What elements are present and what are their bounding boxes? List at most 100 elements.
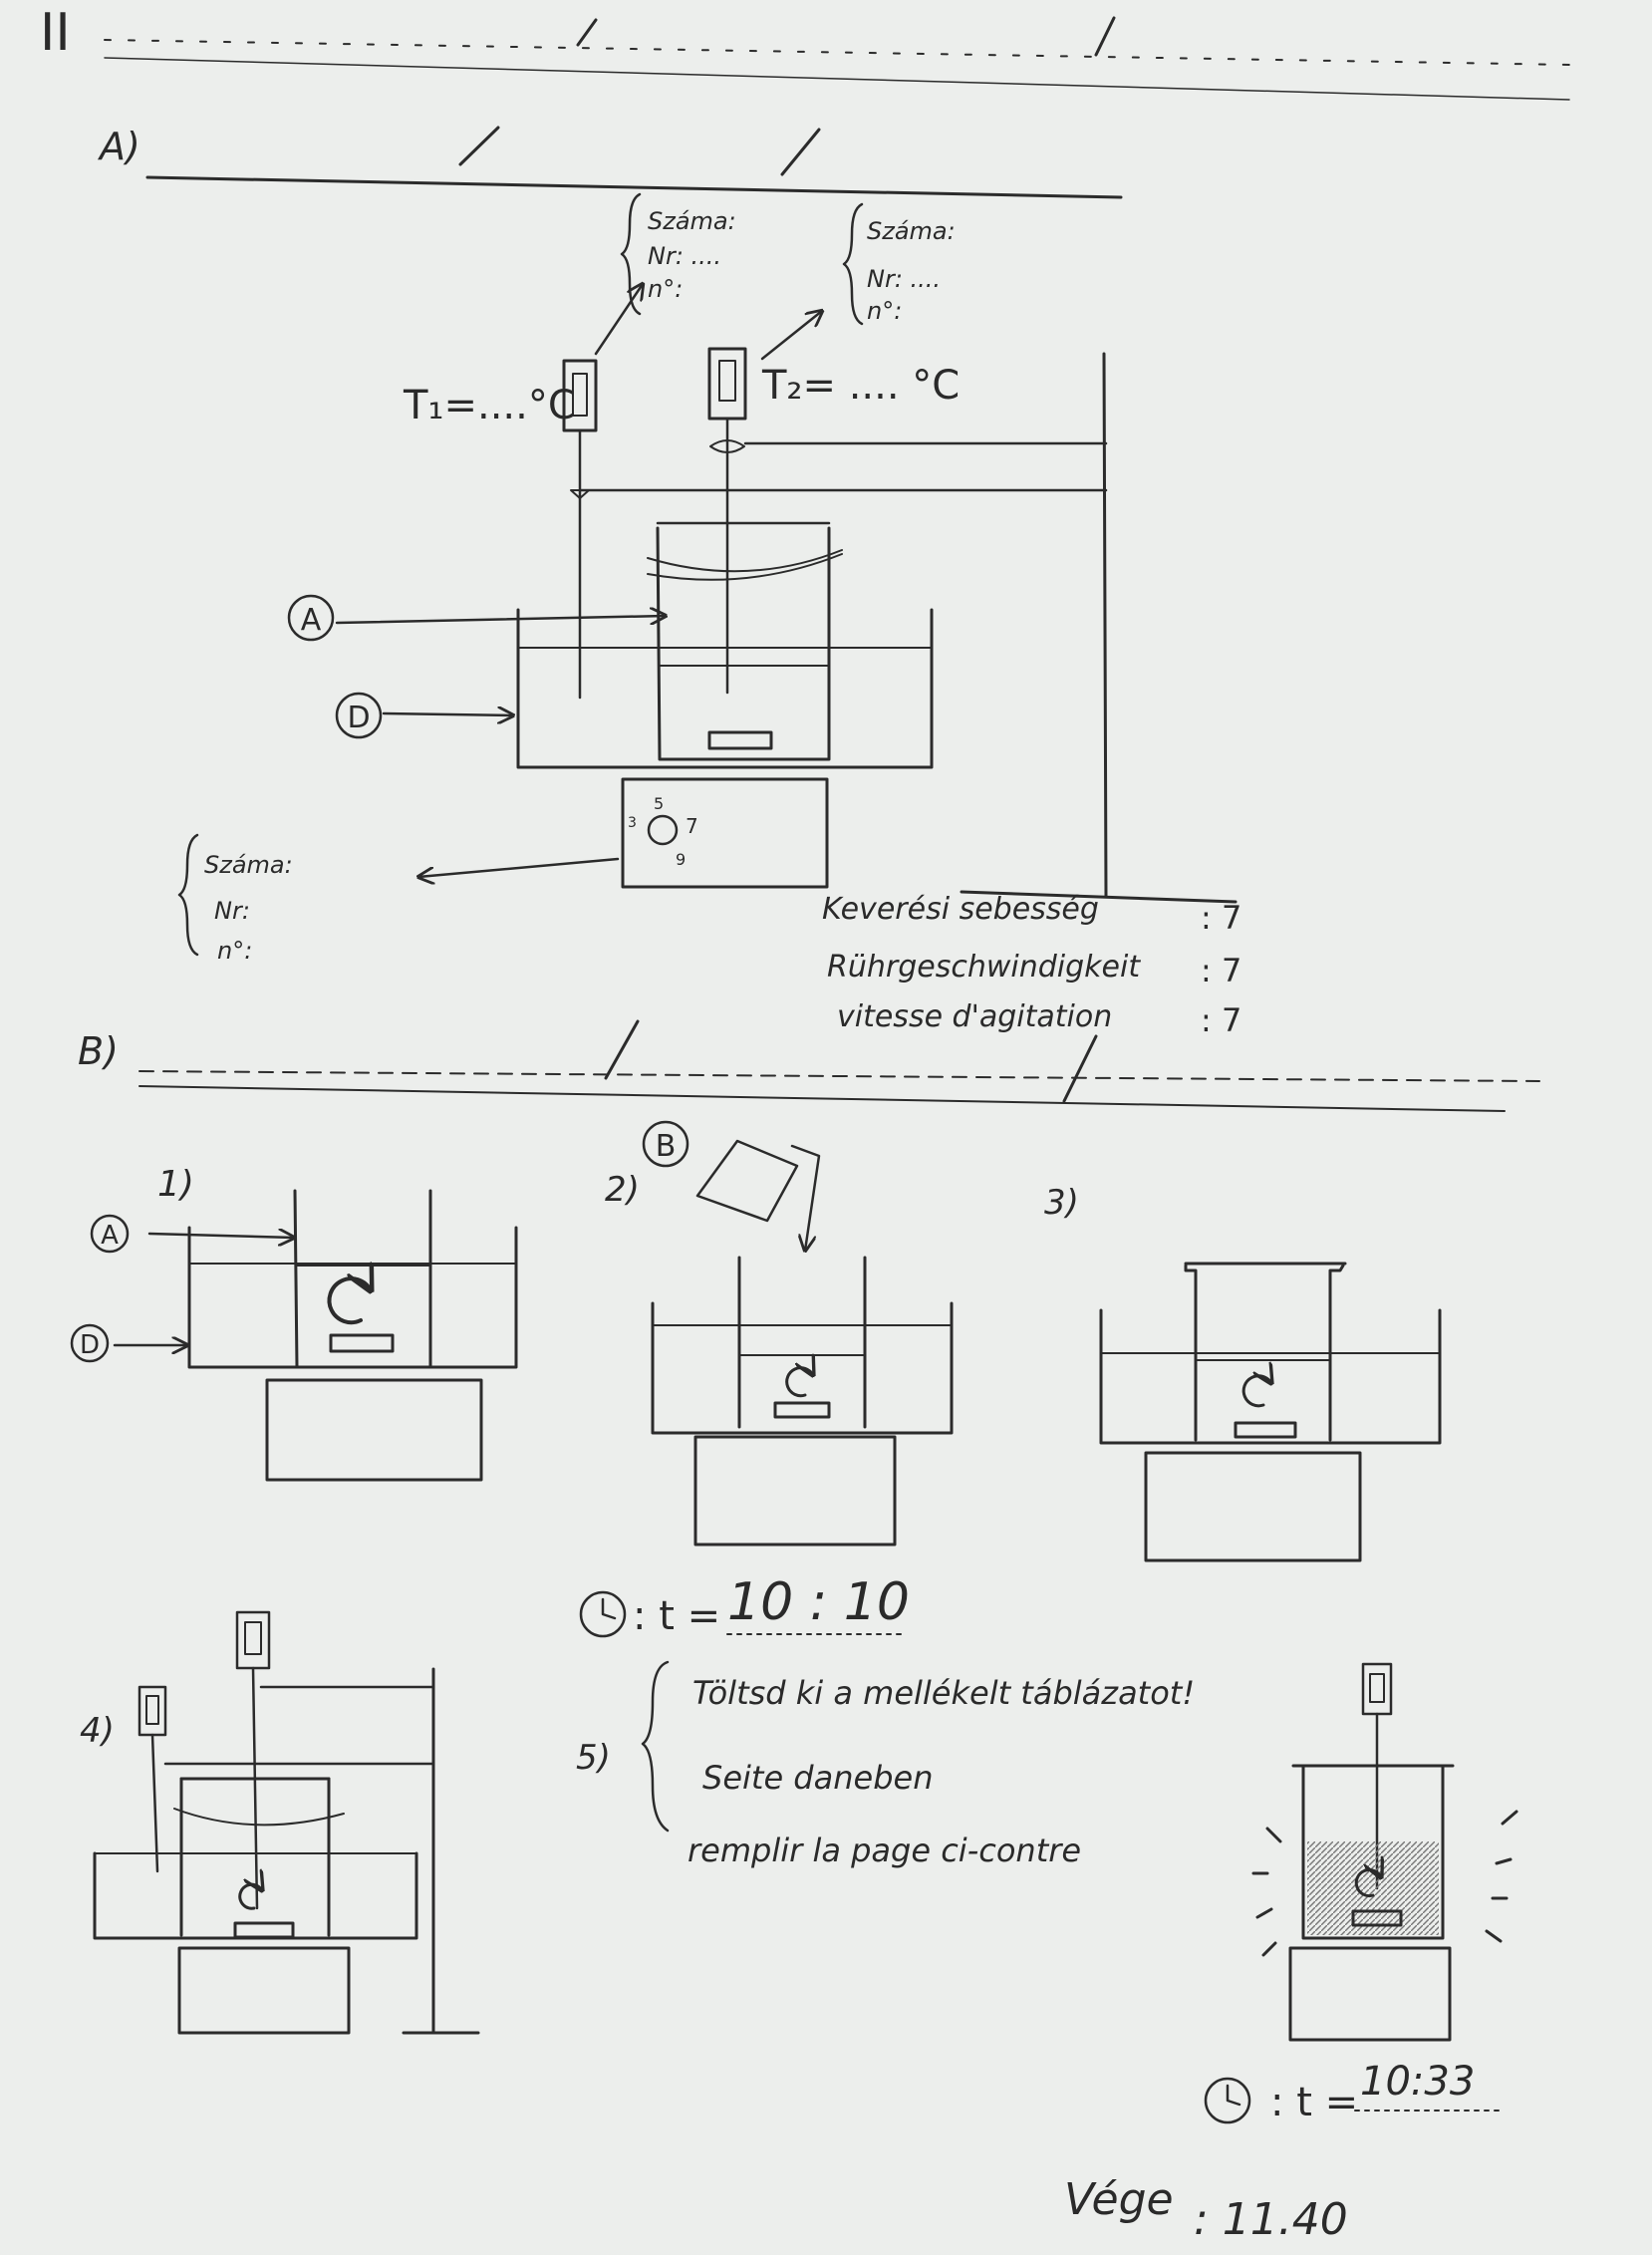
step-3: 3) bbox=[1044, 1183, 1442, 1562]
speed-de-value: : 7 bbox=[1201, 952, 1241, 989]
marker-a-group: A bbox=[287, 594, 666, 642]
marker-d-letter: D bbox=[347, 701, 370, 735]
stand-base bbox=[960, 890, 1238, 904]
step-1-marker-d-letter: D bbox=[80, 1330, 100, 1360]
step-2-beaker bbox=[737, 1256, 867, 1429]
step-5-line2: Seite daneben bbox=[702, 1759, 933, 1797]
water-bath bbox=[516, 608, 934, 769]
step-1-stir-icon bbox=[327, 1278, 371, 1325]
step-4-label: 4) bbox=[80, 1711, 115, 1751]
step-5-beaker bbox=[1291, 1764, 1455, 1940]
step-2: 2) B bbox=[605, 1120, 954, 1547]
stirrer-dial-n4: 9 bbox=[676, 850, 686, 869]
step-2-bath bbox=[651, 1301, 954, 1435]
step-2-stir-icon bbox=[785, 1368, 813, 1398]
speed-de: Rührgeschwindigkeit bbox=[827, 950, 1141, 985]
step-3-bath bbox=[1099, 1308, 1442, 1445]
stirrer-note-line3: n°: bbox=[217, 937, 252, 965]
step-5-line1: Töltsd ki a mellékelt táblázatot! bbox=[692, 1674, 1195, 1712]
marker-a bbox=[287, 594, 335, 642]
stirrer-knob-icon bbox=[647, 814, 679, 846]
thermo-2-reading: T₂= .... °C bbox=[761, 363, 960, 409]
step-5: 5) Töltsd ki a mellékelt táblázatot! Sei… bbox=[576, 1660, 1518, 2042]
speed-hu-value: : 7 bbox=[1201, 899, 1241, 937]
stirrer-dial-n2: 5 bbox=[654, 794, 664, 813]
time-2-value: 10:33 bbox=[1360, 2059, 1475, 2105]
step-5-label: 5) bbox=[576, 1738, 611, 1778]
step-2-marker-b-letter: B bbox=[656, 1129, 677, 1164]
stirrer-note-line2: Nr: bbox=[214, 897, 250, 925]
step-1-beaker bbox=[293, 1189, 432, 1369]
thermo-1-note-line2: Nr: .... bbox=[648, 242, 721, 270]
thermo-1-note-line3: n°: bbox=[648, 275, 683, 303]
thermo-2-note-line3: n°: bbox=[867, 297, 902, 325]
thermo-2-note-line1: Száma: bbox=[867, 217, 956, 245]
step-1-marker-a bbox=[90, 1214, 130, 1254]
marker-d bbox=[335, 692, 383, 739]
step-5-stirrer bbox=[1288, 1946, 1452, 2042]
step-2-pour-icon bbox=[695, 1139, 799, 1223]
end-label: Vége bbox=[1064, 2174, 1174, 2225]
part-b-label: B) bbox=[78, 1029, 119, 1073]
magnetic-stirrer bbox=[621, 777, 829, 889]
step-3-stirrer bbox=[1144, 1451, 1362, 1562]
step-1-stirrer bbox=[265, 1378, 483, 1482]
speed-hu: Keverési sebesség bbox=[822, 892, 1099, 927]
part-b: B) 1) A D 2) B bbox=[70, 1019, 1540, 2245]
thermo-1-reading: T₁=....°C bbox=[403, 383, 576, 428]
stir-bar bbox=[707, 730, 773, 750]
step-3-label: 3) bbox=[1044, 1183, 1079, 1223]
step-3-beaker bbox=[1184, 1264, 1345, 1442]
step-1-marker-d bbox=[70, 1323, 110, 1363]
clock-icon bbox=[579, 1590, 627, 1638]
step-4-stir-icon bbox=[238, 1884, 262, 1910]
speed-fr-value: : 7 bbox=[1201, 1001, 1241, 1039]
step-2-label: 2) bbox=[605, 1170, 640, 1210]
section-header: II bbox=[40, 3, 1570, 101]
step-1-marker-a-letter: A bbox=[101, 1221, 119, 1251]
lab-stand bbox=[578, 352, 1238, 904]
stirring-speed: Keverési sebesség : 7 Rührgeschwindigkei… bbox=[822, 892, 1241, 1039]
stirrer-note-line1: Száma: bbox=[204, 851, 293, 879]
step-4-stirrer bbox=[177, 1946, 351, 2035]
part-b-dashed-line bbox=[138, 1070, 1540, 1082]
inner-beaker bbox=[656, 526, 831, 761]
step-2-stirrer bbox=[693, 1435, 897, 1547]
step-4-beaker bbox=[179, 1777, 331, 1937]
time-1-prefix: : t = bbox=[633, 1593, 720, 1639]
section-dotted-line bbox=[104, 39, 1570, 66]
thermo-2-note-line2: Nr: .... bbox=[867, 265, 941, 293]
step-3-stir-icon bbox=[1241, 1376, 1271, 1408]
stirrer-dial-n1: 3 bbox=[628, 815, 637, 831]
step-5-sketch bbox=[1251, 1662, 1518, 2042]
marker-a-letter: A bbox=[301, 603, 322, 638]
step-1-label: 1) bbox=[157, 1164, 194, 1205]
marker-d-group: D bbox=[335, 692, 513, 739]
part-a-rule bbox=[145, 175, 1123, 199]
part-a-label: A) bbox=[97, 125, 140, 168]
step-5-vibration-marks bbox=[1251, 1810, 1518, 1957]
time-1-value: 10 : 10 bbox=[727, 1572, 910, 1632]
time-2-prefix: : t = bbox=[1270, 2080, 1358, 2125]
step-1-bath bbox=[187, 1226, 518, 1369]
end-time: Vége : 11.40 bbox=[1064, 2174, 1348, 2245]
beaker-clamp bbox=[647, 549, 843, 573]
step-1: 1) A D bbox=[70, 1164, 518, 1482]
thermo-1-note-line1: Száma: bbox=[648, 207, 736, 235]
thermometer-1: T₁=....°C Száma: Nr: .... n°: bbox=[403, 192, 736, 700]
time-2: : t = 10:33 bbox=[1204, 2059, 1501, 2125]
step-5-stir-icon bbox=[1354, 1870, 1381, 1898]
section-rule bbox=[104, 57, 1570, 101]
water-bath-setup: 3 5 7 9 bbox=[516, 521, 934, 889]
end-value: : 11.40 bbox=[1194, 2194, 1348, 2245]
section-numeral: II bbox=[40, 3, 71, 63]
step-2-marker-b bbox=[642, 1120, 689, 1168]
stirrer-note: Száma: Nr: n°: bbox=[177, 833, 620, 965]
stirrer-dial-n3: 7 bbox=[686, 814, 698, 838]
step-4: 4) bbox=[80, 1610, 480, 2035]
step-5-liquid bbox=[1307, 1841, 1439, 1935]
time-1: : t = 10 : 10 bbox=[579, 1572, 910, 1639]
clock-icon-2 bbox=[1204, 2077, 1251, 2124]
speed-fr: vitesse d'agitation bbox=[837, 999, 1112, 1034]
